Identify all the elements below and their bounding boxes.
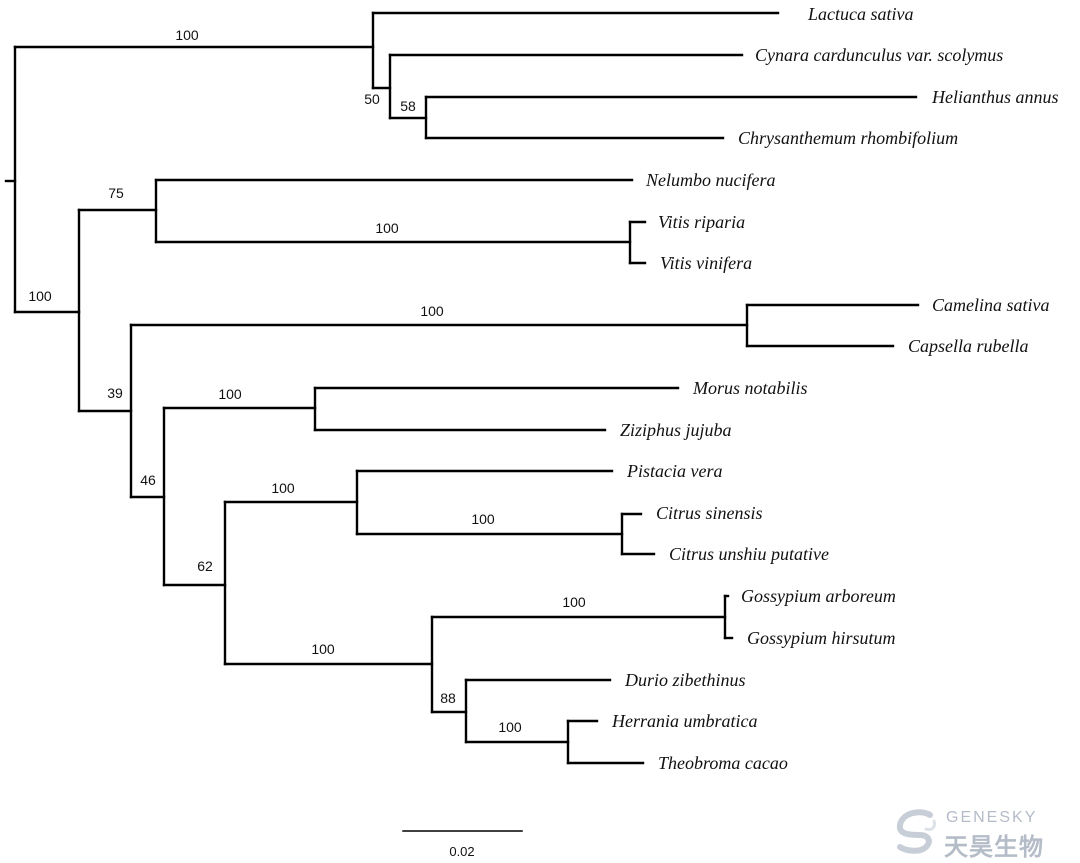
genesky-logo-icon (896, 809, 936, 854)
taxon-label: Gossypium hirsutum (747, 628, 896, 648)
taxon-label: Pistacia vera (626, 461, 722, 481)
bootstrap-value: 88 (440, 690, 456, 706)
taxon-label: Citrus unshiu putative (669, 544, 829, 564)
genesky-watermark: GENESKY 天昊生物 (892, 805, 1072, 861)
taxon-label: Lactuca sativa (807, 4, 914, 24)
bootstrap-value: 100 (271, 480, 295, 496)
bootstrap-value: 100 (175, 27, 199, 43)
tree-branches (4, 11, 920, 765)
taxon-label: Camelina sativa (932, 295, 1050, 315)
bootstrap-value: 100 (471, 511, 495, 527)
taxon-label: Morus notabilis (692, 378, 808, 398)
bootstrap-value: 100 (375, 220, 399, 236)
taxon-label: Theobroma cacao (658, 753, 788, 773)
bootstrap-value: 39 (107, 385, 123, 401)
watermark-name-cn: 天昊生物 (944, 833, 1044, 861)
taxon-label: Capsella rubella (908, 336, 1029, 356)
scale-bar: 0.02 (402, 830, 523, 859)
taxon-label: Citrus sinensis (656, 503, 763, 523)
bootstrap-value: 100 (28, 288, 52, 304)
bootstrap-value: 100 (218, 386, 242, 402)
taxon-labels: Lactuca sativa Cynara cardunculus var. s… (611, 4, 1059, 773)
taxon-label: Gossypium arboreum (741, 586, 896, 606)
scale-bar-label: 0.02 (449, 844, 474, 859)
bootstrap-value: 75 (108, 185, 124, 201)
taxon-label: Durio zibethinus (624, 670, 746, 690)
bootstrap-value: 50 (364, 91, 380, 107)
watermark-name-en: GENESKY (946, 809, 1038, 826)
bootstrap-value: 100 (420, 303, 444, 319)
taxon-label: Vitis vinifera (660, 253, 752, 273)
bootstrap-value: 100 (311, 641, 335, 657)
taxon-label: Cynara cardunculus var. scolymus (755, 45, 1003, 65)
taxon-label: Vitis riparia (658, 212, 745, 232)
taxon-label: Ziziphus jujuba (620, 420, 732, 440)
taxon-label: Herrania umbratica (611, 711, 758, 731)
bootstrap-value: 58 (400, 98, 416, 114)
bootstrap-labels: 100 50 58 75 100 100 100 39 100 46 62 10… (28, 27, 586, 735)
bootstrap-value: 62 (197, 558, 213, 574)
taxon-label: Chrysanthemum rhombifolium (738, 128, 958, 148)
bootstrap-value: 100 (562, 594, 586, 610)
bootstrap-value: 46 (140, 472, 156, 488)
bootstrap-value: 100 (498, 719, 522, 735)
taxon-label: Nelumbo nucifera (645, 170, 775, 190)
taxon-label: Helianthus annus (931, 87, 1059, 107)
